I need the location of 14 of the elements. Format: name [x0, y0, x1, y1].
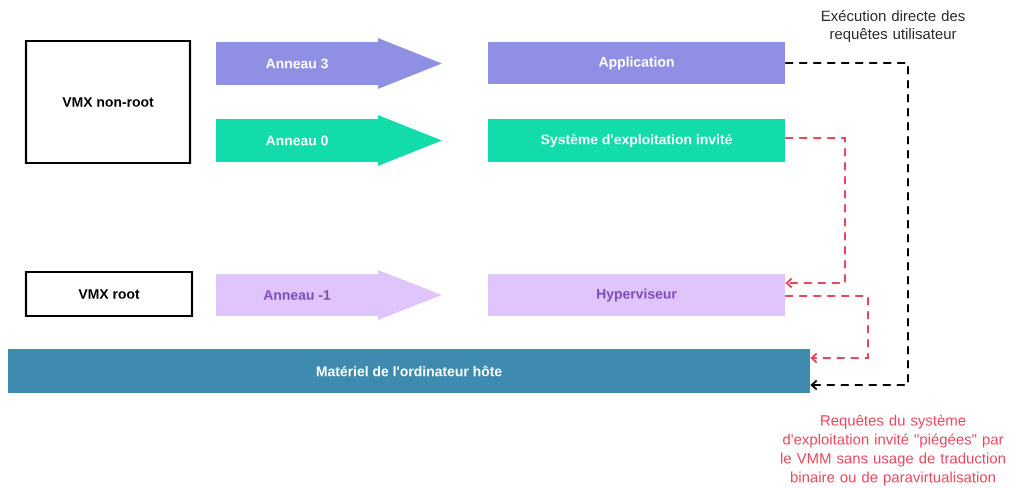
ring-band: Anneau 0: [216, 115, 442, 166]
ring-band: Anneau -1: [216, 270, 442, 320]
edge-label: Exécution directe des requêtes utilisateur: [821, 10, 965, 42]
dashed-arrow: [784, 295, 869, 364]
note-text: Requêtes du système d'exploitation invité "piégées" par le VMM sans usage de traduction binaire ou de paravirtualisation: [781, 414, 1005, 486]
label-box: VMX non-root: [24, 39, 192, 165]
dashed-arrow: [784, 137, 846, 289]
layer-bar: Application: [488, 42, 785, 84]
layer-bar: Système d'exploitation invité: [488, 119, 785, 162]
ring-band: Anneau 3: [216, 38, 442, 89]
layer-bar: Matériel de l'ordinateur hôte: [8, 349, 810, 393]
layer-bar: Hyperviseur: [488, 274, 785, 316]
dashed-arrow: [784, 62, 909, 391]
label-box: VMX root: [24, 270, 194, 318]
